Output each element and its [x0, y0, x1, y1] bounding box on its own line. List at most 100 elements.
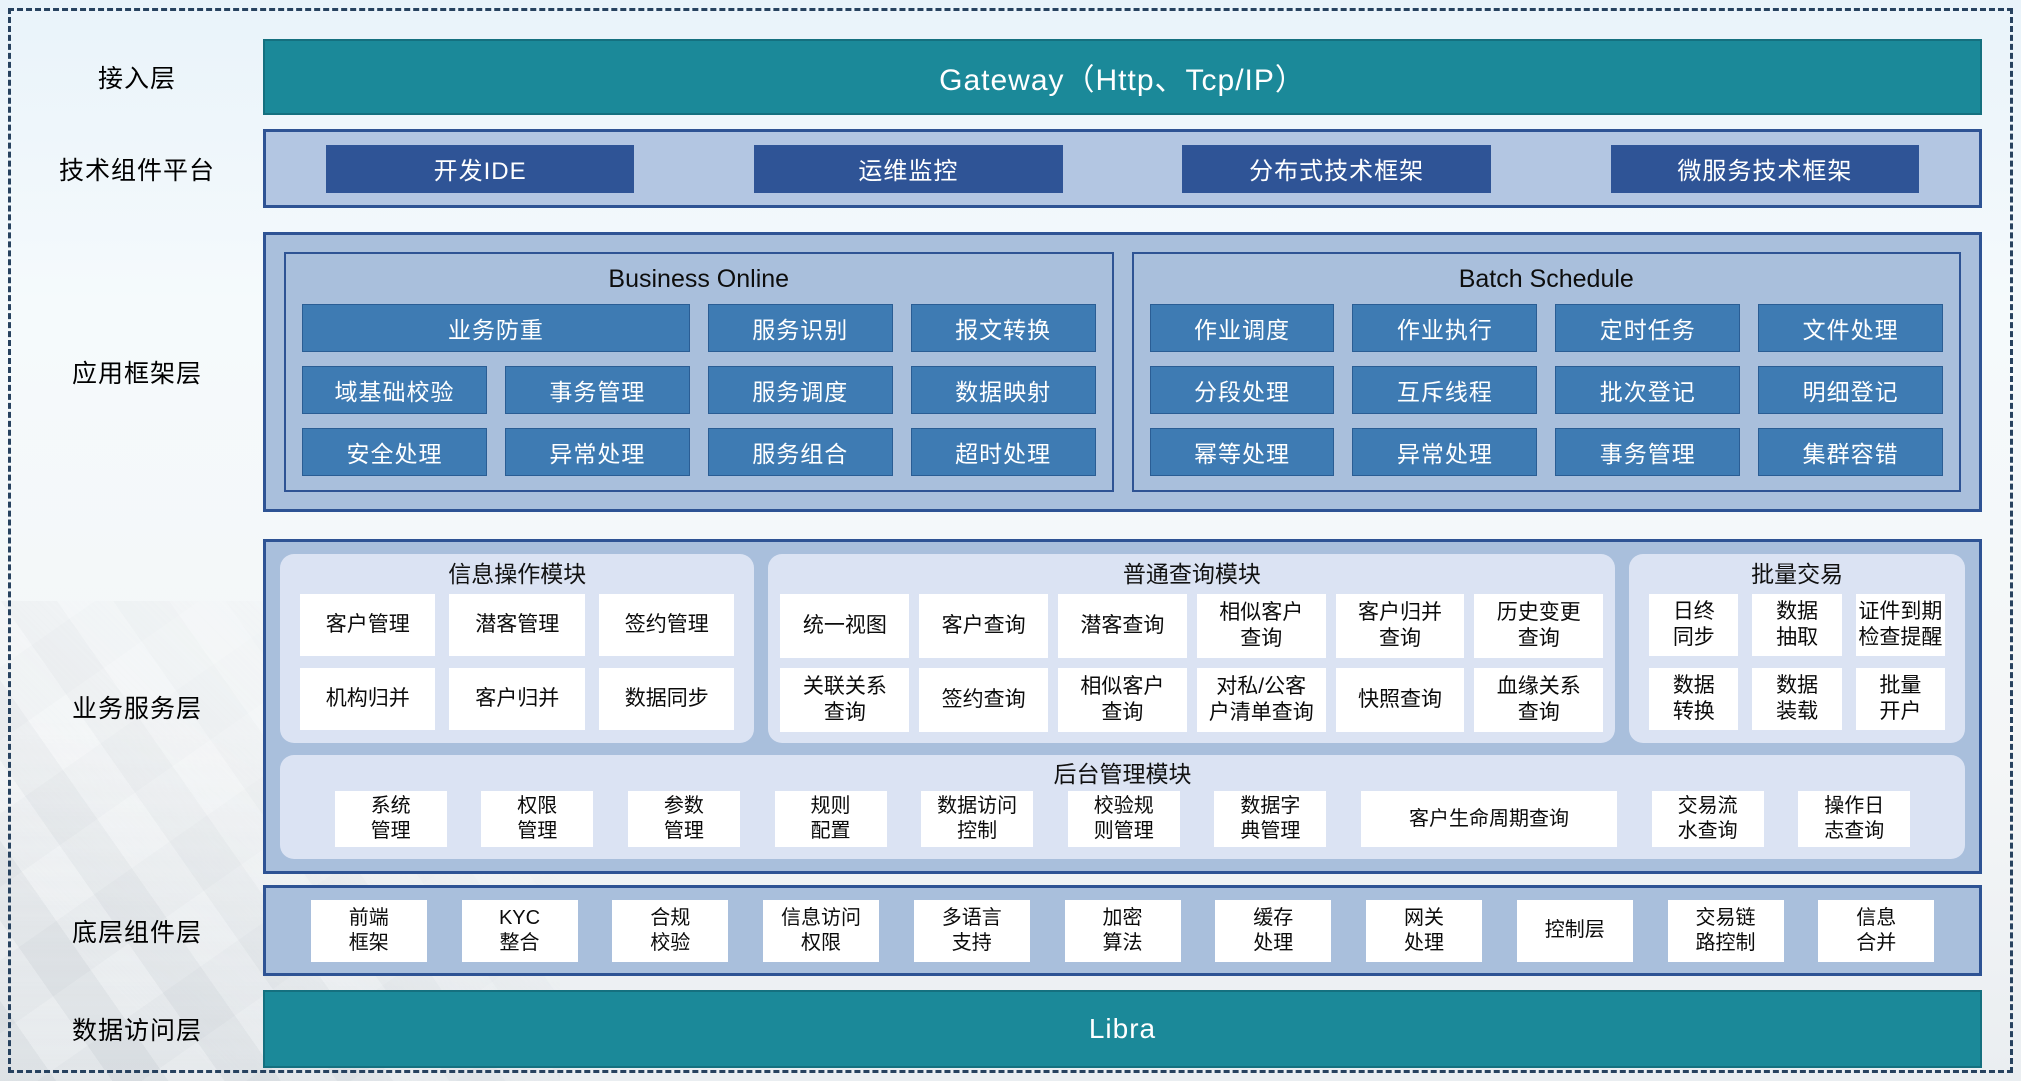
service-block: 血缘关系 查询: [1474, 668, 1604, 732]
service-module-grid: 日终 同步 数据 抽取 证件到期 检查提醒 数据 转换 数据 装载: [1649, 594, 1945, 730]
service-module: 普通查询模块 统一视图 客户查询 潜客查询 相似客户 查询: [768, 554, 1616, 743]
backend-block: 校验规 则管理: [1067, 791, 1180, 847]
layer-label-business-service: 业务服务层: [71, 694, 202, 723]
framework-block: 明细登记: [1758, 366, 1943, 414]
backend-block: 规则 配置: [774, 791, 887, 847]
service-block: 数据 抽取: [1752, 594, 1842, 656]
service-block: 证件到期 检查提醒: [1855, 594, 1945, 656]
backend-block: 数据字 典管理: [1214, 791, 1327, 847]
base-component-block: 多语言 支持: [913, 899, 1030, 962]
service-module-grid: 统一视图 客户查询 潜客查询 相似客户 查询 客户归并 查询: [780, 594, 1604, 732]
service-block: 签约管理: [598, 594, 735, 656]
backend-management-module: 后台管理模块 系统 管理 权限 管理 参数 管理 规则 配置 数据访问 控制: [280, 755, 1965, 859]
service-module-title: 批量交易: [1751, 561, 1844, 587]
layer-label-data-access: 数据访问层: [71, 1017, 202, 1045]
framework-block: 域基础校验: [302, 366, 487, 414]
app-framework-panel: Business Online 业务防重 服务识别 报文转换 域基础校验: [263, 232, 1982, 512]
framework-group-title: Business Online: [608, 265, 790, 293]
backend-block: 数据访问 控制: [921, 791, 1034, 847]
layer-row-tech-platform: 技术组件平台 开发IDE 运维监控 分布式技术框架 微服务技术框架: [11, 129, 2010, 208]
backend-module-row: 系统 管理 权限 管理 参数 管理 规则 配置 数据访问 控制 校验规 则管理: [300, 790, 1945, 848]
tech-component-block: 微服务技术框架: [1610, 144, 1920, 193]
service-block: 相似客户 查询: [1058, 668, 1187, 732]
base-component-block: 加密 算法: [1064, 899, 1181, 962]
tech-component-block: 分布式技术框架: [1182, 144, 1491, 193]
backend-block: 权限 管理: [481, 791, 594, 847]
service-block: 对私/公客 户清单查询: [1196, 668, 1326, 732]
service-block: 签约查询: [919, 668, 1049, 732]
backend-block: 操作日 志查询: [1798, 791, 1911, 847]
backend-module-title: 后台管理模块: [1053, 761, 1192, 787]
framework-group: Batch Schedule 作业调度 作业执行 定时任务 文件处理: [1131, 252, 1961, 492]
framework-block: 异常处理: [1352, 428, 1538, 476]
framework-group-title: Batch Schedule: [1458, 265, 1634, 293]
service-block: 潜客查询: [1058, 594, 1187, 658]
backend-block: 客户生命周期查询: [1361, 791, 1617, 847]
framework-group-grid: 作业调度 作业执行 定时任务 文件处理 分段处理 互斥线程: [1149, 304, 1943, 476]
service-block: 关联关系 查询: [780, 668, 910, 732]
framework-block: 事务管理: [1555, 428, 1741, 476]
layer-row-access: 接入层 Gateway（Http、Tcp/IP）: [11, 39, 2010, 115]
framework-block: 业务防重: [302, 304, 690, 352]
framework-block: 分段处理: [1149, 366, 1335, 414]
service-block: 机构归并: [300, 668, 436, 730]
layer-row-data-access: 数据访问层 Libra: [11, 990, 2010, 1068]
framework-block: 互斥线程: [1352, 366, 1538, 414]
backend-block: 参数 管理: [627, 791, 740, 847]
service-block: 客户归并: [449, 668, 585, 730]
tech-platform-panel: 开发IDE 运维监控 分布式技术框架 微服务技术框架: [263, 129, 1982, 208]
layer-label-tech-platform: 技术组件平台: [58, 156, 215, 185]
service-block: 批量 开户: [1855, 668, 1945, 730]
base-component-block: 信息 合并: [1818, 899, 1935, 962]
gateway-bar: Gateway（Http、Tcp/IP）: [263, 39, 1982, 115]
architecture-diagram-frame: 接入层 Gateway（Http、Tcp/IP） 技术组件平台 开发IDE 运维…: [8, 8, 2013, 1073]
service-module: 信息操作模块 客户管理 潜客管理 签约管理 机构归并: [280, 554, 755, 743]
backend-block: 交易流 水查询: [1651, 791, 1764, 847]
framework-group: Business Online 业务防重 服务识别 报文转换 域基础校验: [284, 252, 1114, 492]
base-component-block: 信息访问 权限: [763, 899, 879, 962]
framework-block: 定时任务: [1555, 304, 1741, 352]
framework-block: 服务组合: [707, 428, 893, 476]
backend-block: 系统 管理: [334, 791, 447, 847]
layer-label-base-components: 底层组件层: [71, 918, 202, 947]
base-component-block: 网关 处理: [1366, 899, 1482, 962]
base-components-panel: 前端 框架 KYC 整合 合规 校验 信息访问 权限 多语言 支持 加密 算法 …: [263, 885, 1982, 976]
base-component-block: 交易链 路控制: [1667, 899, 1784, 962]
service-module-grid: 客户管理 潜客管理 签约管理 机构归并 客户归并: [300, 594, 735, 730]
framework-block: 服务调度: [707, 366, 893, 414]
framework-block: 事务管理: [504, 366, 690, 414]
service-module-title: 信息操作模块: [448, 561, 587, 587]
service-block: 数据 装载: [1752, 668, 1842, 730]
layer-row-business-service: 业务服务层 信息操作模块 客户管理 潜客管理: [11, 539, 2010, 874]
service-block: 统一视图: [780, 594, 910, 658]
service-module-title: 普通查询模块: [1122, 561, 1261, 587]
service-block: 潜客管理: [449, 594, 585, 656]
framework-block: 安全处理: [302, 428, 487, 476]
layer-row-app-framework: 应用框架层 Business Online 业务防重 服务识别: [11, 232, 2010, 512]
business-service-modules: 信息操作模块 客户管理 潜客管理 签约管理 机构归并: [280, 554, 1965, 743]
framework-block: 集群容错: [1758, 428, 1943, 476]
service-block: 相似客户 查询: [1196, 594, 1326, 658]
service-block: 数据同步: [598, 668, 735, 730]
service-block: 客户查询: [919, 594, 1049, 658]
service-block: 数据 转换: [1649, 668, 1739, 730]
layer-label-access: 接入层: [97, 65, 176, 93]
framework-block: 作业执行: [1352, 304, 1538, 352]
base-component-block: 控制层: [1516, 899, 1633, 962]
framework-block: 服务识别: [707, 304, 893, 352]
layer-label-app-framework: 应用框架层: [71, 360, 202, 388]
framework-group-grid: 业务防重 服务识别 报文转换 域基础校验 事务管理 服务调度: [302, 304, 1096, 476]
libra-bar: Libra: [263, 990, 1982, 1068]
framework-block: 批次登记: [1555, 366, 1741, 414]
base-component-block: 缓存 处理: [1215, 899, 1332, 962]
base-component-block: 合规 校验: [612, 899, 729, 962]
service-block: 快照查询: [1335, 668, 1465, 732]
service-block: 日终 同步: [1649, 594, 1739, 656]
framework-block: 异常处理: [504, 428, 690, 476]
base-component-block: 前端 框架: [310, 899, 427, 962]
service-block: 客户管理: [300, 594, 436, 656]
framework-block: 幂等处理: [1149, 428, 1335, 476]
framework-block: 超时处理: [910, 428, 1096, 476]
framework-block: 报文转换: [910, 304, 1096, 352]
tech-component-block: 运维监控: [754, 144, 1063, 193]
